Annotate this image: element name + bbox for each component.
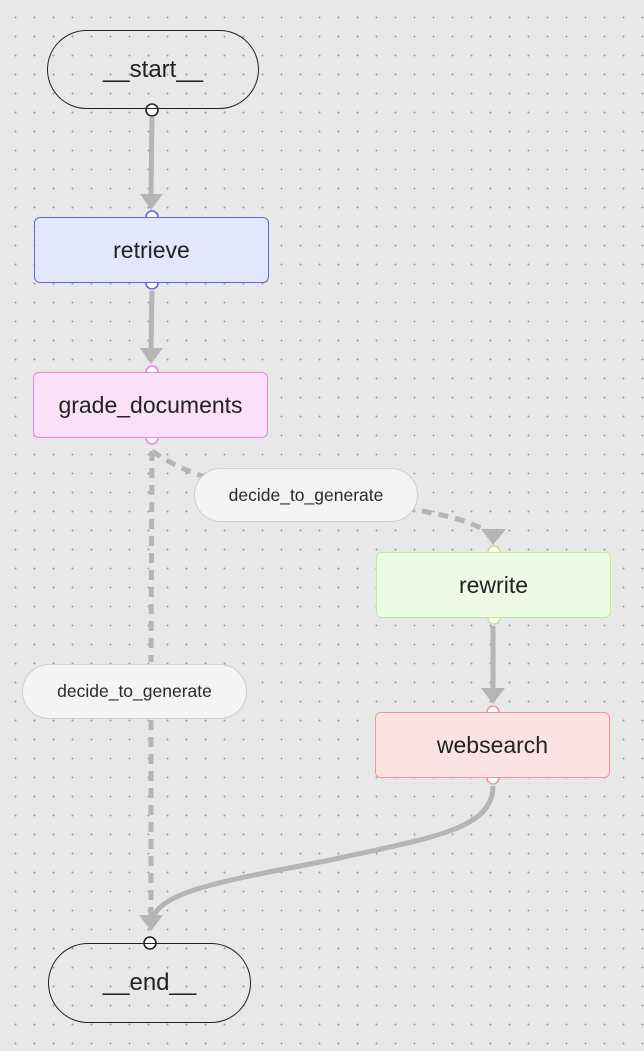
node-start[interactable]: __start__ <box>47 30 259 109</box>
node-retrieve[interactable]: retrieve <box>34 217 269 283</box>
node-grade-documents-label: grade_documents <box>58 391 243 418</box>
edge-websearch-to-end <box>149 785 496 921</box>
edge-label-to-rewrite[interactable]: decide_to_generate <box>194 468 418 522</box>
node-grade-documents[interactable]: grade_documents <box>33 372 268 438</box>
edge-label-to-end[interactable]: decide_to_generate <box>22 664 247 719</box>
arrowhead-end <box>139 915 163 931</box>
arrowheads <box>139 194 506 931</box>
node-start-label: __start__ <box>102 55 204 83</box>
arrowhead-websearch <box>481 688 505 704</box>
edge-grade-documents-to-end <box>148 450 155 917</box>
edge-label-to-rewrite-text: decide_to_generate <box>228 484 384 505</box>
node-rewrite[interactable]: rewrite <box>376 552 611 618</box>
node-end-label: __end__ <box>102 969 197 996</box>
edge-retrieve-to-grade-documents <box>148 290 155 351</box>
node-rewrite-label: rewrite <box>458 571 528 598</box>
edge-label-to-end-text: decide_to_generate <box>57 681 212 701</box>
arrowhead-rewrite <box>481 529 506 545</box>
edge-start-to-retrieve <box>148 116 155 197</box>
arrowhead-retrieve <box>140 194 163 210</box>
node-websearch[interactable]: websearch <box>375 712 610 778</box>
node-end[interactable]: __end__ <box>48 943 251 1023</box>
node-websearch-label: websearch <box>436 731 549 758</box>
arrowhead-grade-documents <box>140 348 163 364</box>
node-retrieve-label: retrieve <box>113 236 190 263</box>
start-bottom-handle[interactable] <box>145 103 159 117</box>
